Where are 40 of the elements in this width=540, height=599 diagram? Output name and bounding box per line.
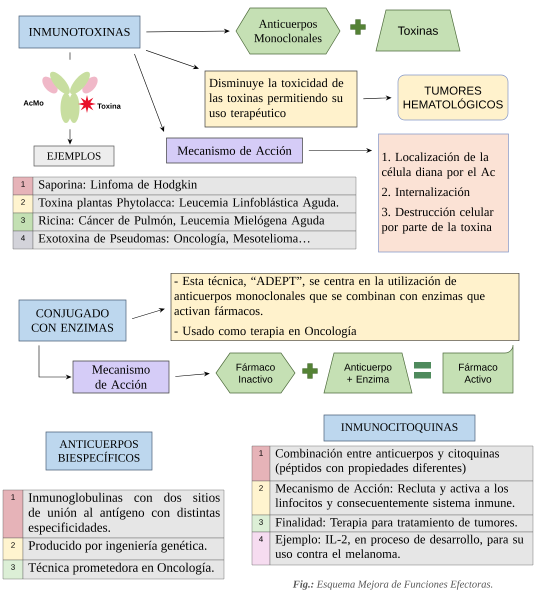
text-box: - Esta técnica, “ADEPT”, se centra en la utilización de anticuerpos monoclonales que se combinan con enzimas que activan fármacos. - Usado como terapia en Oncología	[170, 272, 520, 342]
result-box: Fármaco Activo	[442, 344, 514, 394]
table-cell: Combinación entre anticuerpos y citoquinas (péptidos con propiedades diferentes)	[270, 446, 534, 482]
title-box: INMUNOTOXINAS	[18, 16, 140, 48]
number-cell: 2	[12, 194, 34, 214]
text-box: 1. Localización de la célula diana por el Ac 2. Internalización 3. Destrucción celular por parte de la toxina	[378, 134, 509, 252]
process-box: Mecanismo de Acción	[166, 138, 303, 164]
text-box: Disminuye la toxicidad de las toxinas permitiendo su uso terapéutico	[204, 70, 358, 128]
arrow	[146, 50, 199, 70]
number-cell: 4	[12, 230, 34, 250]
trapezoid-box: Toxinas	[376, 10, 460, 52]
process-box: Mecanismo de Acción	[72, 360, 170, 394]
table-cell: Exotoxina de Pseudomas: Oncología, Mesotelioma…	[32, 230, 356, 250]
heading-box: EJEMPLOS	[34, 146, 114, 166]
number-cell: 1	[2, 490, 24, 538]
number-cell: 3	[252, 514, 270, 532]
title-box: CONJUGADO CON ENZIMAS	[18, 300, 126, 342]
hexagon-box: Anticuerpos Monoclonales	[236, 8, 340, 54]
number-cell: 1	[252, 446, 270, 482]
table-cell: Ejemplo: IL-2, en proceso de desarrollo, para su uso contra el melanoma.	[270, 532, 534, 566]
table-cell: Saporina: Linfoma de Hodgkin	[32, 176, 356, 196]
number-cell: 2	[2, 538, 24, 560]
caption: Fig.: Esquema Mejora de Funciones Efectoras.	[292, 580, 492, 590]
table-cell: Producido por ingeniería genética.	[22, 538, 224, 560]
number-cell: 1	[12, 176, 34, 196]
title-box: INMUNOCITOQUINAS	[324, 414, 476, 442]
antibody-drawing	[42, 72, 98, 123]
trapezoid-box: Anticuerpo + Enzima	[324, 352, 412, 394]
number-cell: 3	[2, 560, 24, 580]
number-cell: 4	[252, 532, 270, 566]
number-cell: 3	[12, 212, 34, 232]
table-cell: Técnica prometedora en Oncología.	[22, 560, 224, 580]
rounded-box: TUMORES HEMATOLÓGICOS	[398, 74, 508, 120]
title-box: ANTICUERPOS BIESPECÍFICOS	[46, 432, 152, 470]
hexagon-box: Fármaco Inactivo	[216, 352, 296, 394]
table-cell: Ricina: Cáncer de Pulmón, Leucemia Mielógena Aguda	[32, 212, 356, 232]
table-cell: Mecanismo de Acción: Recluta y activa a los linfocitos y consecuentemente sistema inmune.	[270, 480, 534, 516]
table-cell: Finalidad: Terapia para tratamiento de tumores.	[270, 514, 534, 532]
table-cell: Toxina plantas Phytolacca: Leucemia Linfoblástica Aguda.	[32, 194, 356, 214]
number-cell: 2	[252, 480, 270, 516]
